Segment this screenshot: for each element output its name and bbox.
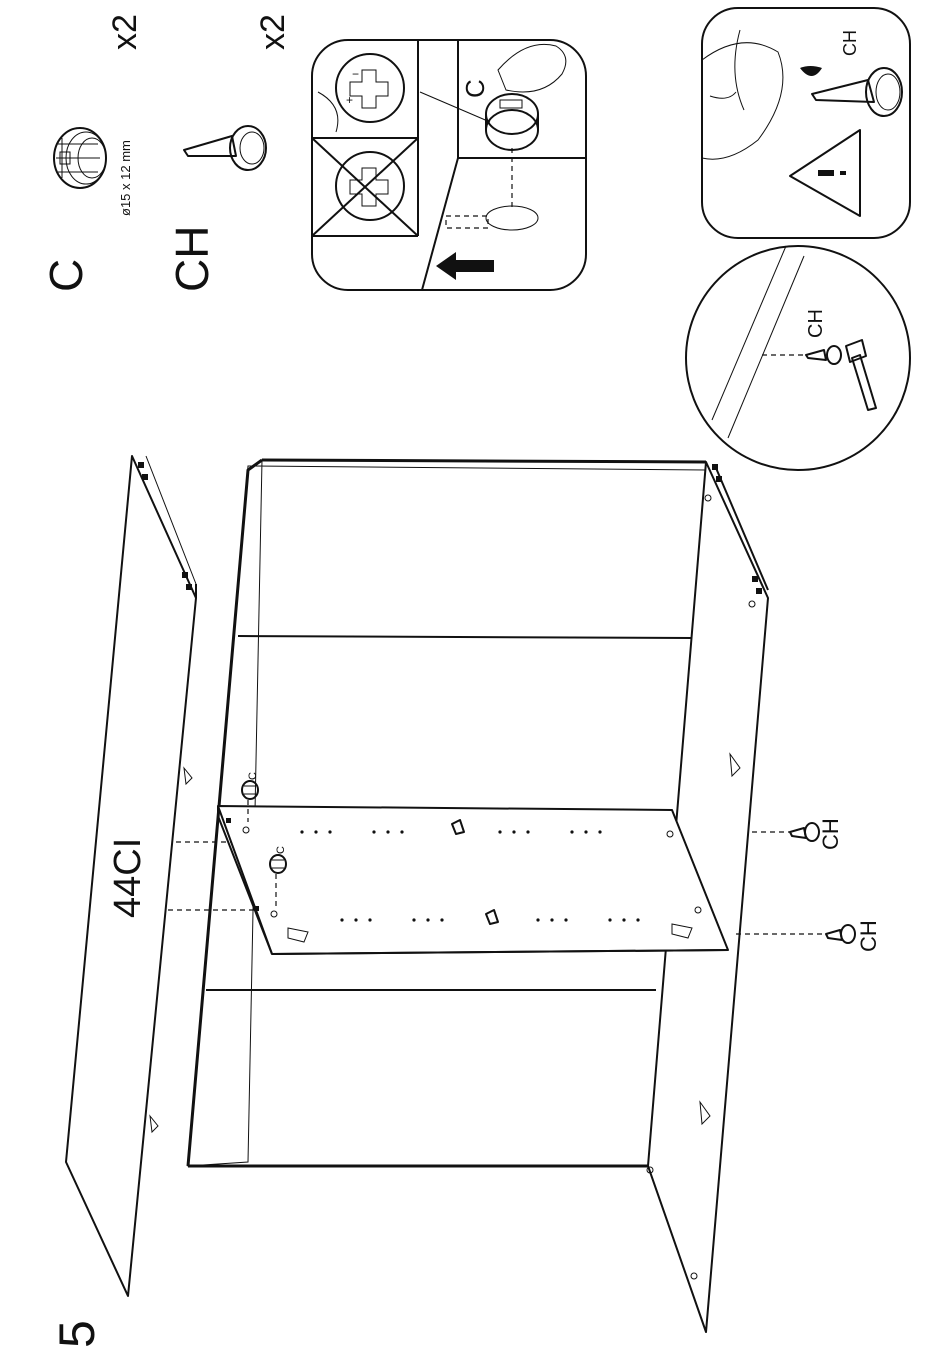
- shelf-panel: [218, 806, 728, 954]
- cam-label-lower: C: [275, 846, 287, 854]
- panel-label: 44CI: [107, 838, 149, 918]
- pin-label-lower: CH: [856, 920, 881, 952]
- step-number: 5: [49, 1320, 105, 1348]
- pin-qty: x2: [254, 14, 292, 50]
- cam-part-letter: C: [40, 259, 92, 292]
- wooden-dowel-icon: [736, 925, 855, 943]
- pin-label-upper: CH: [818, 818, 843, 850]
- arrow-left-icon: [436, 252, 494, 280]
- hammer-detail-circle: CH: [686, 246, 910, 470]
- cam-incorrect-icon: [312, 138, 418, 236]
- cam-in-panel-icon: [420, 92, 538, 150]
- cam-lock-icon: [54, 128, 106, 188]
- cam-size-label: ø15 x 12 mm: [118, 140, 133, 216]
- hammer-icon: [846, 340, 876, 410]
- parts-list: C ø15 x 12 mm x2 CH x2: [40, 14, 292, 292]
- side-panel-44ci: 44CI: [66, 456, 196, 1296]
- glue-drop-icon: [800, 66, 822, 76]
- wooden-dowel-icon: [184, 126, 266, 170]
- warning-triangle-icon: [790, 130, 860, 216]
- wooden-dowel-icon: [752, 823, 819, 841]
- svg-text:−: −: [352, 67, 359, 81]
- hammer-pin-label: CH: [805, 309, 827, 338]
- cam-callout-letter: C: [460, 79, 490, 98]
- cam-correct-icon: + −: [336, 54, 404, 122]
- pin-part-letter: CH: [166, 226, 218, 292]
- warning-detail-box: CH: [702, 8, 910, 238]
- cam-label-upper: C: [247, 772, 259, 780]
- cam-detail-box: + − C: [312, 40, 586, 290]
- warning-pin-label: CH: [840, 30, 860, 56]
- cam-qty: x2: [106, 14, 144, 50]
- svg-text:+: +: [346, 93, 353, 107]
